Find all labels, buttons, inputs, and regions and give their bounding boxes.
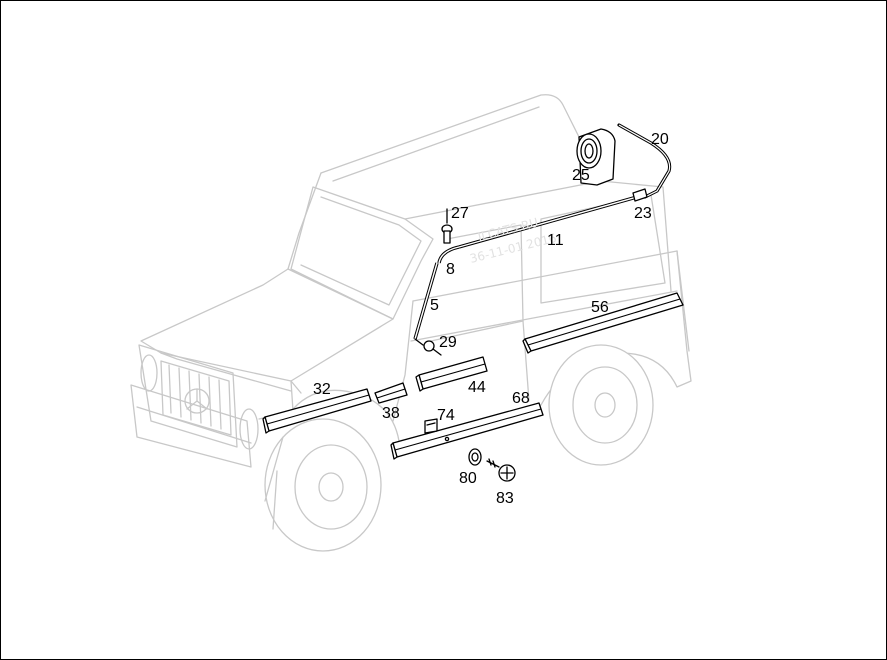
callout-8[interactable]: 8 bbox=[446, 261, 455, 278]
callout-44[interactable]: 44 bbox=[468, 379, 486, 396]
part-38-moulding-piece[interactable] bbox=[374, 382, 408, 404]
callout-25[interactable]: 25 bbox=[572, 167, 590, 184]
callout-68[interactable]: 68 bbox=[512, 390, 530, 407]
callout-5[interactable]: 5 bbox=[430, 297, 439, 314]
callout-80[interactable]: 80 bbox=[459, 470, 477, 487]
callout-23[interactable]: 23 bbox=[634, 205, 652, 222]
callout-27[interactable]: 27 bbox=[451, 205, 469, 222]
part-80-grommet[interactable] bbox=[468, 448, 482, 466]
part-29-screw[interactable] bbox=[414, 338, 442, 356]
callouts: 20 25 23 27 11 8 5 56 29 32 44 68 38 74 … bbox=[313, 131, 669, 507]
callout-32[interactable]: 32 bbox=[313, 381, 331, 398]
part-74-clip[interactable] bbox=[424, 418, 438, 434]
callout-29[interactable]: 29 bbox=[439, 334, 457, 351]
part-27-clip[interactable] bbox=[441, 208, 453, 244]
callout-83[interactable]: 83 bbox=[496, 490, 514, 507]
callout-20[interactable]: 20 bbox=[651, 131, 669, 148]
callout-74[interactable]: 74 bbox=[437, 407, 455, 424]
parts bbox=[262, 123, 684, 482]
callout-11[interactable]: 11 bbox=[547, 232, 564, 249]
callout-56[interactable]: 56 bbox=[591, 299, 609, 316]
part-83-screw[interactable] bbox=[486, 458, 516, 482]
part-23-end-cap[interactable] bbox=[632, 188, 648, 202]
part-25-trim-roll[interactable] bbox=[576, 128, 616, 186]
part-68-lower-moulding[interactable] bbox=[390, 402, 544, 460]
callout-38[interactable]: 38 bbox=[382, 405, 400, 422]
vehicle-outline bbox=[130, 94, 692, 552]
part-32-fender-moulding[interactable] bbox=[262, 388, 372, 434]
part-56-rear-moulding[interactable] bbox=[522, 292, 684, 354]
part-44-door-moulding[interactable] bbox=[415, 356, 488, 392]
